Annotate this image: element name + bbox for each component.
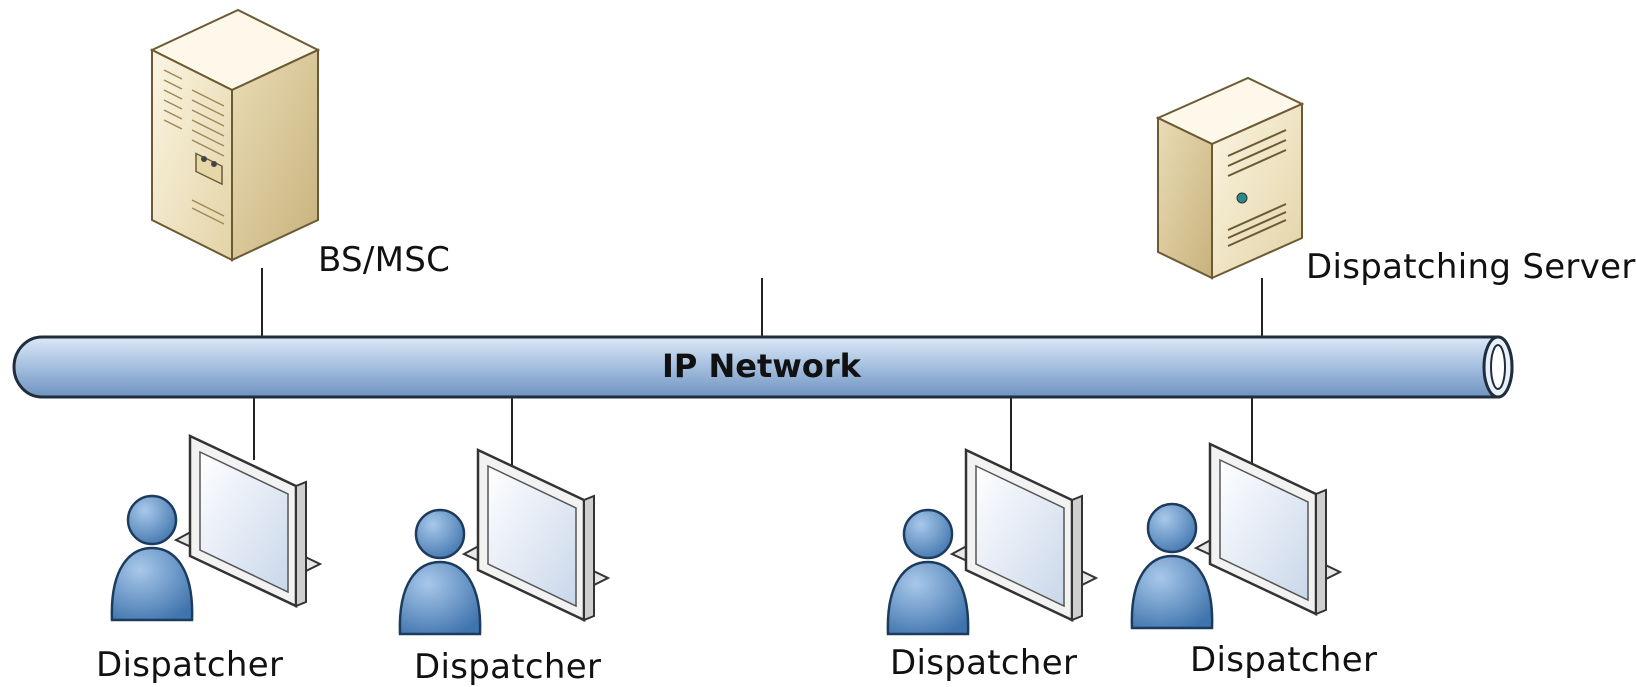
- dispatcher-label-2: Dispatcher: [414, 647, 602, 687]
- dispatching-server-icon: [1155, 76, 1305, 280]
- bs-msc-server-icon: [149, 8, 321, 262]
- dispatcher-label-3: Dispatcher: [890, 643, 1078, 683]
- dispatching-server-label: Dispatching Server: [1306, 247, 1636, 287]
- ip-network-pipe: [12, 335, 1514, 399]
- monitor-icon: [461, 448, 611, 622]
- connector-lines: [253, 268, 1263, 474]
- dispatcher-workstation-1: [110, 434, 323, 622]
- bs-msc-label: BS/MSC: [318, 240, 451, 280]
- person-icon: [110, 494, 194, 622]
- monitor-icon: [949, 448, 1099, 622]
- dispatcher-workstation-3: [886, 448, 1099, 636]
- monitor-icon: [173, 434, 323, 608]
- dispatcher-workstation-2: [398, 448, 611, 636]
- person-icon: [886, 508, 970, 636]
- person-icon: [398, 508, 482, 636]
- dispatcher-label-1: Dispatcher: [96, 645, 284, 685]
- dispatcher-workstation-4: [1130, 442, 1343, 630]
- ip-network-label: IP Network: [662, 347, 861, 385]
- person-icon: [1130, 502, 1214, 630]
- dispatcher-label-4: Dispatcher: [1190, 640, 1378, 680]
- monitor-icon: [1193, 442, 1343, 616]
